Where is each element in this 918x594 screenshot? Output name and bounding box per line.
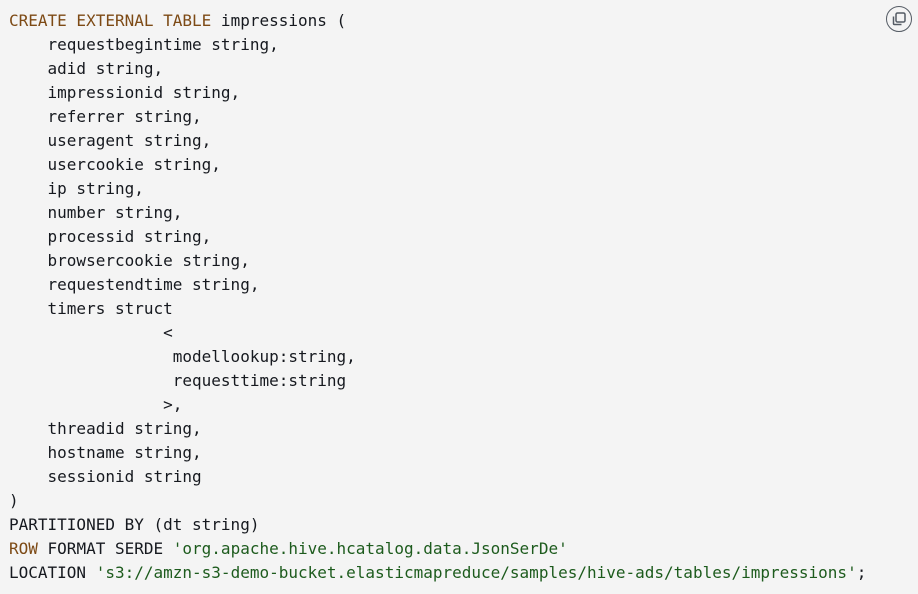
code-line: adid string, xyxy=(9,59,164,78)
code-line: requestendtime string, xyxy=(9,275,260,294)
code-line: LOCATION 's3://amzn-s3-demo-bucket.elast… xyxy=(9,563,867,582)
code-line: browsercookie string, xyxy=(9,251,250,270)
code-line: CREATE EXTERNAL TABLE impressions ( xyxy=(9,11,347,30)
code-line: >, xyxy=(9,395,183,414)
code-snippet[interactable]: CREATE EXTERNAL TABLE impressions ( requ… xyxy=(9,9,866,585)
code-line: number string, xyxy=(9,203,183,222)
code-line: ip string, xyxy=(9,179,144,198)
string-literal: 's3://amzn-s3-demo-bucket.elasticmapredu… xyxy=(95,563,857,582)
code-line: ROW FORMAT SERDE 'org.apache.hive.hcatal… xyxy=(9,539,568,558)
code-line: ) xyxy=(9,491,19,510)
code-line: usercookie string, xyxy=(9,155,221,174)
code-line: < xyxy=(9,323,173,342)
code-line: timers struct xyxy=(9,299,173,318)
copy-button[interactable] xyxy=(886,6,912,32)
code-line: requesttime:string xyxy=(9,371,347,390)
code-line: useragent string, xyxy=(9,131,212,150)
code-line: sessionid string xyxy=(9,467,202,486)
copy-icon xyxy=(892,12,906,26)
sql-keyword: ROW xyxy=(9,539,38,558)
string-literal: 'org.apache.hive.hcatalog.data.JsonSerDe… xyxy=(172,539,568,558)
code-line: hostname string, xyxy=(9,443,202,462)
code-line: modellookup:string, xyxy=(9,347,356,366)
code-line: referrer string, xyxy=(9,107,202,126)
code-line: threadid string, xyxy=(9,419,202,438)
code-line: PARTITIONED BY (dt string) xyxy=(9,515,260,534)
sql-keyword: CREATE EXTERNAL TABLE xyxy=(9,11,212,30)
code-line: requestbegintime string, xyxy=(9,35,279,54)
code-line: impressionid string, xyxy=(9,83,241,102)
code-line: processid string, xyxy=(9,227,212,246)
